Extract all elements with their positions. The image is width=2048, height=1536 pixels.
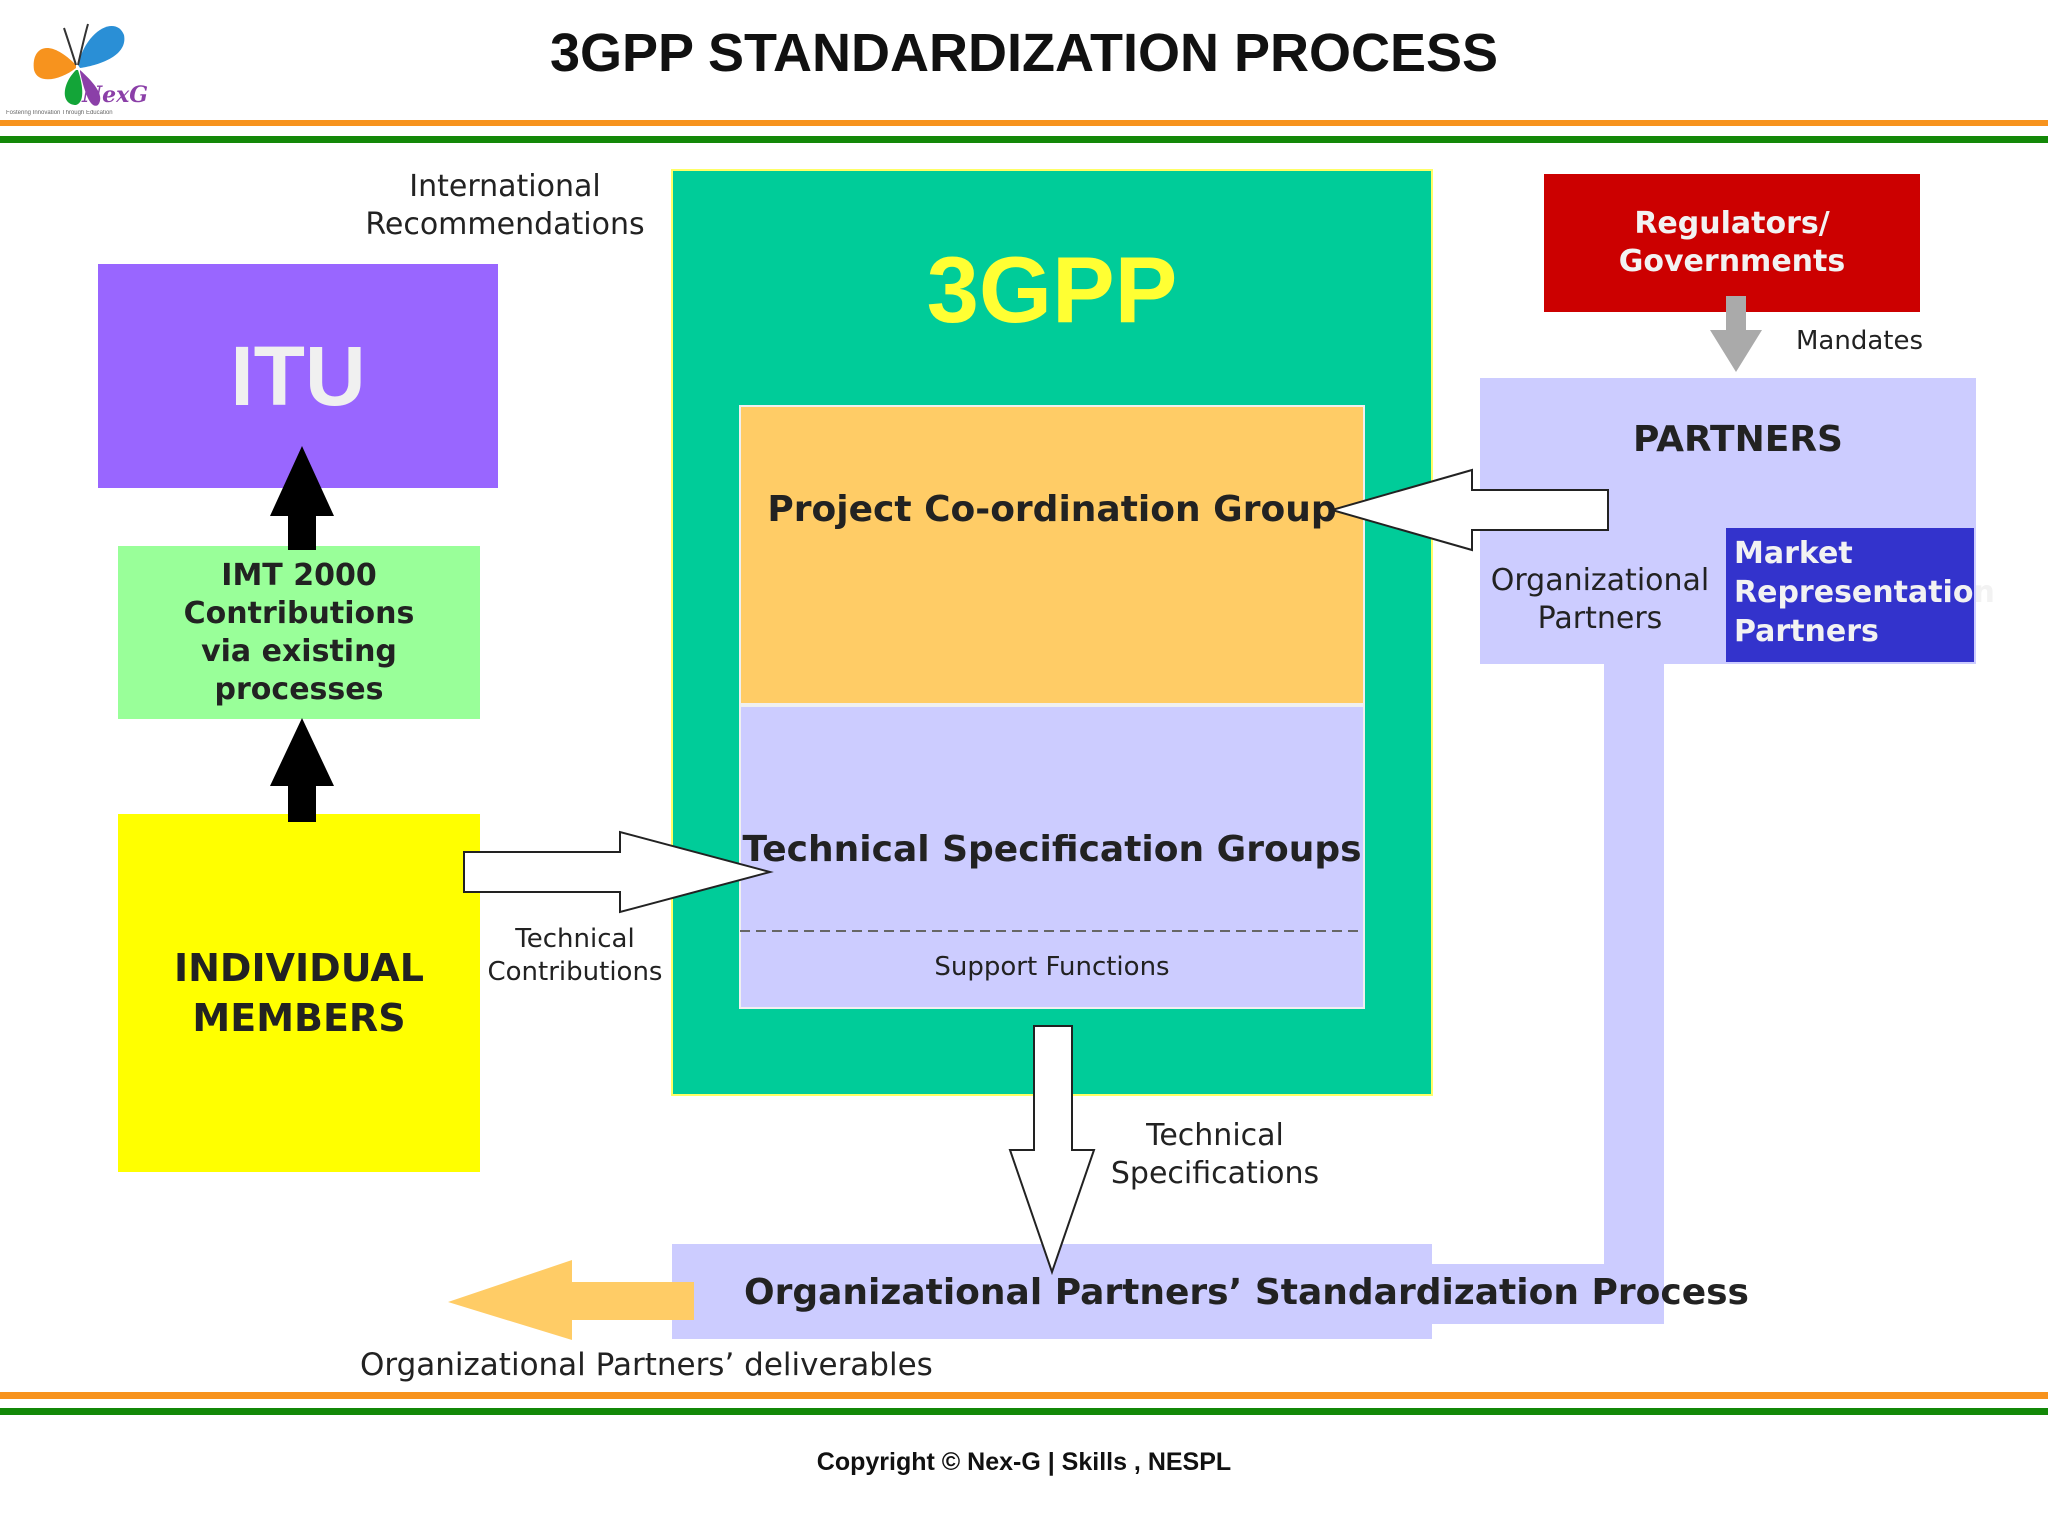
mandates-label: Mandates (1796, 326, 1924, 356)
arrow-tsg-to-process (1008, 1025, 1096, 1276)
technical-specifications-label: Technical Specifications (1110, 1118, 1320, 1191)
op-deliverables-label: Organizational Partners’ deliverables (360, 1347, 933, 1383)
technical-contributions-label: Technical Contributions (487, 924, 663, 987)
butterfly-icon (33, 23, 125, 106)
regulators-label: Regulators/ Governments (1618, 206, 1846, 279)
footer-green-rule (0, 1408, 2048, 1415)
logo-text: NexG (82, 82, 149, 108)
pcg-label: Project Co-ordination Group (767, 489, 1337, 530)
arrow-members-to-imt (270, 718, 334, 822)
itu-label: ITU (230, 328, 366, 423)
tsg-label: Technical Specification Groups (742, 829, 1362, 870)
pcg-box (739, 405, 1365, 705)
footer-orange-rule (0, 1392, 2048, 1399)
page-title: 3GPP STANDARDIZATION PROCESS (549, 23, 1499, 83)
nexg-logo: NexG Fostering Innovation Through Educat… (6, 10, 149, 120)
individual-members-box (118, 814, 480, 1172)
support-functions-label: Support Functions (934, 952, 1170, 982)
threegpp-label: 3GPP (926, 237, 1178, 342)
copyright: Copyright © Nex-G | Skills , NESPL (816, 1447, 1232, 1476)
mrp-box (1726, 528, 1974, 662)
partners-connector-vertical (1604, 660, 1664, 1324)
partners-label: PARTNERS (1633, 419, 1843, 460)
header-orange-rule (0, 120, 2048, 126)
imt-2000-label: IMT 2000 Contributions via existing proc… (183, 557, 415, 707)
imt-box (118, 546, 480, 719)
regulators-box (1544, 174, 1920, 312)
arrow-members-to-tsg (463, 830, 774, 914)
itu-box (98, 264, 498, 488)
arrow-partners-to-pcg (1328, 468, 1609, 552)
mrp-label: Market Representation Partners (1734, 536, 1995, 649)
tsg-box (739, 705, 1365, 1009)
logo-tagline: Fostering Innovation Through Education (6, 110, 113, 116)
arrow-deliverables (448, 1260, 694, 1340)
arrow-imt-to-itu (270, 446, 334, 550)
international-recommendations-label: International Recommendations (365, 169, 645, 242)
mandates-arrow (1710, 296, 1762, 372)
header-green-rule (0, 136, 2048, 143)
op-process-label: Organizational Partners’ Standardization… (744, 1272, 1749, 1313)
organizational-partners-label: Organizational Partners (1490, 563, 1710, 636)
individual-members-label: INDIVIDUAL MEMBERS (173, 946, 425, 1040)
op-process-bar-extension (1432, 1264, 1664, 1324)
